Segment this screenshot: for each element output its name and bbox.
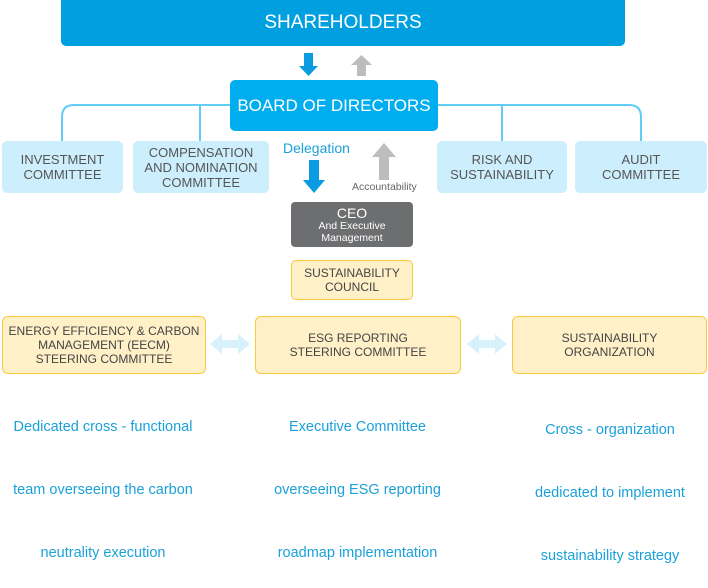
ceo-subtitle: And Executive bbox=[318, 219, 386, 232]
council-label-line: SUSTAINABILITY bbox=[304, 266, 400, 280]
shareholders-label: SHAREHOLDERS bbox=[264, 12, 422, 33]
audit-committee-box: AUDIT COMMITTEE bbox=[575, 141, 707, 193]
delegation-label: Delegation bbox=[283, 140, 350, 156]
committee-label-line: COMPENSATION bbox=[148, 144, 254, 160]
board-label: BOARD OF DIRECTORS bbox=[237, 95, 431, 115]
box-label-line: ESG REPORTING bbox=[308, 331, 408, 345]
box-label-line: MANAGEMENT (EECM) bbox=[38, 338, 170, 352]
description-line: neutrality execution bbox=[40, 545, 166, 561]
committee-label-line: AND NOMINATION bbox=[144, 159, 258, 175]
double-arrow-icon bbox=[210, 334, 250, 354]
connector-layer bbox=[61, 53, 642, 354]
council-label-line: COUNCIL bbox=[324, 280, 379, 294]
esg-reporting-description: Executive Committee overseeing ESG repor… bbox=[245, 375, 470, 585]
ceo-box: CEO And Executive Management bbox=[291, 202, 413, 247]
accountability-label: Accountability bbox=[352, 181, 417, 193]
arrow-down-icon bbox=[299, 53, 318, 76]
description-line: team overseeing the carbon bbox=[13, 482, 193, 498]
board-of-directors-box: BOARD OF DIRECTORS bbox=[230, 80, 438, 131]
committee-connector-right bbox=[437, 104, 642, 141]
delegation-arrow-down-icon bbox=[303, 160, 325, 193]
committee-label-line: AUDIT bbox=[621, 152, 661, 167]
sustainability-organization-description: Cross - organization dedicated to implem… bbox=[515, 378, 705, 588]
arrow-up-icon bbox=[351, 55, 372, 76]
double-arrow-icon bbox=[467, 334, 507, 354]
investment-committee-box: INVESTMENT COMMITTEE bbox=[2, 141, 123, 193]
esg-reporting-steering-committee-box: ESG REPORTING STEERING COMMITTEE bbox=[255, 316, 461, 374]
description-line: overseeing ESG reporting bbox=[274, 482, 441, 498]
accountability-arrow-up-icon bbox=[372, 143, 396, 180]
committee-label-line: RISK AND bbox=[471, 152, 533, 167]
shareholders-box: SHAREHOLDERS bbox=[61, 0, 625, 46]
description-line: sustainability strategy bbox=[540, 548, 680, 564]
committee-label-line: COMMITTEE bbox=[23, 167, 102, 182]
committee-label-line: INVESTMENT bbox=[20, 152, 105, 167]
committee-connector-left bbox=[61, 104, 230, 141]
committee-label-line: COMMITTEE bbox=[602, 167, 680, 182]
box-label-line: ORGANIZATION bbox=[564, 345, 655, 359]
description-line: roadmap implementation bbox=[277, 545, 438, 561]
committee-label-line: SUSTAINABILITY bbox=[450, 167, 554, 182]
risk-sustainability-committee-box: RISK AND SUSTAINABILITY bbox=[437, 141, 567, 193]
committee-label-line: COMMITTEE bbox=[162, 174, 240, 190]
box-label-line: STEERING COMMITTEE bbox=[289, 345, 427, 359]
ceo-title: CEO bbox=[336, 204, 368, 221]
box-label-line: ENERGY EFFICIENCY & CARBON bbox=[8, 324, 200, 338]
eecm-description: Dedicated cross - functional team overse… bbox=[0, 375, 206, 585]
ceo-subtitle: Management bbox=[321, 231, 383, 244]
description-line: dedicated to implement bbox=[535, 485, 685, 501]
box-label-line: STEERING COMMITTEE bbox=[35, 352, 173, 366]
compensation-nomination-committee-box: COMPENSATION AND NOMINATION COMMITTEE bbox=[133, 141, 269, 193]
description-line: Cross - organization bbox=[545, 422, 675, 438]
description-line: Executive Committee bbox=[289, 419, 426, 435]
description-line: Dedicated cross - functional bbox=[13, 419, 193, 435]
sustainability-council-box: SUSTAINABILITY COUNCIL bbox=[291, 260, 413, 300]
sustainability-organization-box: SUSTAINABILITY ORGANIZATION bbox=[512, 316, 707, 374]
eecm-steering-committee-box: ENERGY EFFICIENCY & CARBON MANAGEMENT (E… bbox=[2, 316, 206, 374]
box-label-line: SUSTAINABILITY bbox=[561, 331, 658, 345]
